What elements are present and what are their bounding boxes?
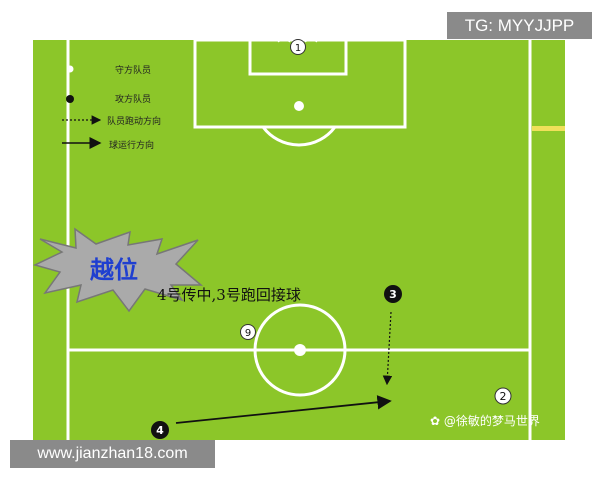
attacker-number-3: 3 [389, 288, 397, 301]
legend-defender-label: 守方队员 [115, 66, 152, 76]
legend-run-label: 队员跑动方向 [107, 117, 162, 127]
attacker-player-4: 4 [151, 421, 169, 439]
website-banner: www.jianzhan18.com [10, 440, 215, 468]
defender-player-9: 9 [240, 324, 256, 340]
author-watermark: ✿ @徐敏的梦马世界 [430, 414, 540, 428]
run-arrow-player-3 [382, 311, 393, 386]
center-circle [253, 303, 347, 397]
legend-defender-icon [66, 65, 74, 73]
legend-attacker-label: 攻方队员 [115, 95, 152, 105]
legend-ball-label: 球运行方向 [109, 141, 155, 151]
defender-number-2: 2 [500, 390, 507, 403]
defender-number-1: 1 [295, 43, 301, 54]
telegram-banner: TG: MYYJJPP [447, 12, 592, 39]
paw-icon: ✿ [430, 414, 441, 428]
center-spot [294, 344, 306, 356]
penalty-spot [294, 101, 304, 111]
defender-number-9: 9 [245, 328, 251, 339]
goal-net [277, 39, 318, 43]
defender-player-1: 1 [290, 39, 306, 55]
offside-label: 越位 [90, 256, 138, 284]
offside-starburst [32, 227, 204, 313]
legend-attacker-icon [66, 95, 74, 103]
watermark-text: 徐敏的梦马世界 [455, 414, 540, 428]
defender-player-2: 2 [494, 387, 512, 405]
pass-arrow-player-4 [175, 395, 392, 424]
attacker-player-3: 3 [384, 285, 402, 303]
diagram-caption: 4号传中,3号跑回接球 [157, 286, 301, 304]
penalty-arc [261, 126, 337, 147]
attacker-number-4: 4 [156, 424, 164, 437]
edge-marker [532, 126, 565, 131]
